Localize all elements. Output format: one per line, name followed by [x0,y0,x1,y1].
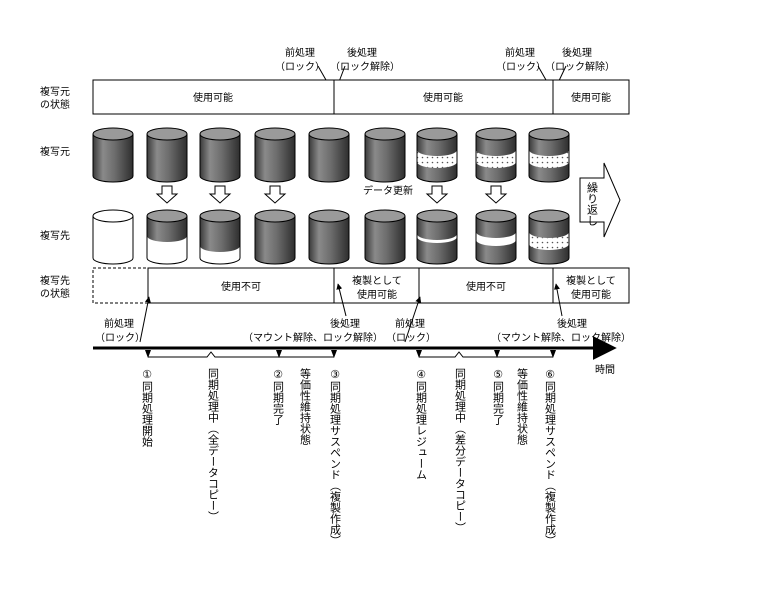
event-tick-1 [145,350,151,358]
repeat-arrow: 繰り返し [579,162,621,238]
repeat-label: 繰り返し [586,181,599,226]
target-state-4a: 複製として [566,274,616,287]
event-2: 同期処理中（全データコピー） [207,368,220,522]
tl-arrow-3 [404,296,422,343]
top-pre-1-sub: （ロック） [275,61,325,73]
tl-arrow-2 [336,283,347,317]
target-label: 複写先 [40,229,70,242]
event-tick-5 [494,350,500,358]
cylinder-rows [92,127,570,265]
timeline-annotations: 前処理 （ロック） （マウント解除、 後処理 ロック解除） 前処理 （ロック） … [95,283,631,344]
tl-ann-3a: 後処理 [330,317,360,330]
target-state-2b: 使用可能 [357,288,397,301]
top-post-1-sub: （ロック解除） [330,60,400,73]
copy-arrow-7 [425,185,449,204]
target-state-label-1: 複写先 [40,274,70,287]
event-tick-4 [416,350,422,358]
source-state-2: 使用可能 [423,91,463,104]
target-state-3: 使用不可 [466,280,506,293]
target-cylinder-7 [416,209,458,265]
target-cylinder-9 [528,209,570,265]
copy-arrow-2 [155,185,179,204]
row-labels: 複写元 の状態 複写元 複写先 複写先 の状態 [40,85,70,300]
source-label: 複写元 [40,145,70,158]
top-pre-2: 前処理 [505,46,535,59]
tl-ann-3b: ロック解除） [323,331,383,344]
tl-ann-5b: （マウント解除、ロック解除） [491,331,631,344]
top-post-1: 後処理 [347,46,377,59]
event-tick-3 [331,350,337,358]
top-pre-1: 前処理 [285,46,315,59]
source-state-1: 使用可能 [193,91,233,104]
source-cylinder-8 [475,127,517,183]
top-post-2-sub: （ロック解除） [545,60,615,73]
source-state-label-2: の状態 [40,98,70,111]
copy-arrow-4 [263,185,287,204]
top-post-2: 後処理 [562,46,592,59]
tl-ann-1b: （ロック） [95,332,145,344]
tl-ann-2b: （マウント解除、 [243,331,323,344]
target-state-1: 使用不可 [221,280,261,293]
event-5: ③同期処理サスペンド（複製作成） [329,368,342,546]
source-state-label-1: 複写元 [40,85,70,98]
time-label: 時間 [595,364,615,376]
event-8: ⑤同期完了 [492,368,505,425]
event-3: ②同期完了 [272,368,285,425]
data-update-label: データ更新 [363,184,413,197]
event-1: ①同期処理開始 [141,368,154,448]
tl-ann-4b: （ロック） [386,332,436,344]
target-cylinder-3 [199,209,241,265]
timeline-spans [148,351,553,358]
copy-arrows [155,185,508,204]
copy-arrow-8 [484,185,508,204]
source-cylinder-1 [92,127,134,183]
event-tick-2 [276,350,282,358]
top-pre-2-sub: （ロック） [496,61,546,73]
source-cylinder-6 [364,127,406,183]
source-cylinder-2 [146,127,188,183]
target-cylinder-2 [146,209,188,265]
target-cylinder-6 [364,209,406,265]
target-cylinder-4 [254,209,296,265]
event-7: 同期処理中（差分データコピー） [454,368,467,533]
target-state-label-2: の状態 [40,287,70,300]
source-state-bar: 使用可能 使用可能 使用可能 [92,79,630,115]
source-cylinder-4 [254,127,296,183]
source-cylinder-5 [308,127,350,183]
tl-ann-4a: 前処理 [395,317,425,330]
tl-arrow-4 [554,283,563,317]
event-10: ⑥同期処理サスペンド（複製作成） [544,368,557,546]
target-cylinder-8 [475,209,517,265]
source-cylinder-3 [199,127,241,183]
event-labels: ①同期処理開始 同期処理中（全データコピー） ②同期完了 等価性維持状態 ③同期… [141,367,557,546]
top-annotations: 前処理 （ロック） 後処理 （ロック解除） 前処理 （ロック） 後処理 （ロック… [275,46,615,88]
tl-ann-1a: 前処理 [104,317,134,330]
target-cylinder-5 [308,209,350,265]
source-cylinder-7 [416,127,458,183]
target-state-4b: 使用可能 [571,288,611,301]
source-state-3: 使用可能 [571,91,611,104]
target-state-bar: 使用不可 複製として 使用可能 使用不可 複製として 使用可能 [92,267,630,304]
event-6: ④同期処理レジューム [415,368,428,480]
source-cylinder-9 [528,127,570,183]
target-cylinder-1 [92,209,134,265]
target-state-2a: 複製として [352,274,402,287]
event-tick-6 [550,350,556,358]
event-4: 等価性維持状態 [299,367,312,445]
event-ticks [145,350,556,358]
copy-arrow-3 [208,185,232,204]
tl-ann-6a: 後処理 [557,317,587,330]
event-9: 等価性維持状態 [516,367,529,445]
tl-arrow-1 [139,296,151,343]
